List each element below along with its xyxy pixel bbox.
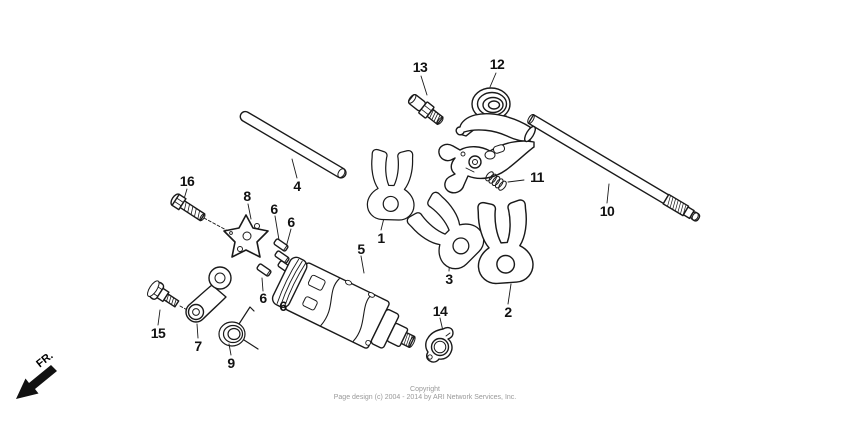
fr-arrow-icon bbox=[16, 365, 57, 399]
callout-part-2[interactable]: 2 bbox=[504, 304, 512, 320]
part-14-stopper-plate bbox=[425, 326, 454, 363]
part-11-ratchet-spring bbox=[485, 171, 507, 191]
callout-part-6c[interactable]: 6 bbox=[259, 290, 267, 306]
assembly-axis-line-16-8 bbox=[203, 217, 229, 232]
callout-part-4[interactable]: 4 bbox=[293, 178, 301, 194]
callout-part-13[interactable]: 13 bbox=[412, 59, 428, 75]
callout-part-11[interactable]: 11 bbox=[530, 169, 544, 185]
part-10-gearshift-spindle bbox=[438, 113, 701, 222]
callout-part-16[interactable]: 16 bbox=[179, 173, 195, 189]
copyright-line1: Copyright bbox=[410, 386, 440, 393]
part-13-pin-bolt bbox=[407, 93, 444, 126]
callout-part-6b[interactable]: 6 bbox=[287, 214, 295, 230]
part-3-shift-fork bbox=[402, 187, 491, 276]
part-1-shift-fork bbox=[366, 148, 417, 222]
part-8-drum-cam-plate bbox=[223, 214, 269, 258]
part-15-screw bbox=[147, 280, 180, 308]
callout-part-6d[interactable]: 6 bbox=[279, 298, 287, 314]
part-7-stopper-arm bbox=[185, 266, 232, 323]
callout-part-15[interactable]: 15 bbox=[150, 325, 166, 341]
copyright-line2: Page design (c) 2004 - 2014 by ARI Netwo… bbox=[333, 393, 517, 401]
callout-part-12[interactable]: 12 bbox=[489, 56, 505, 72]
callout-part-8[interactable]: 8 bbox=[243, 188, 251, 204]
part-4-fork-shaft-rod bbox=[239, 110, 347, 179]
part-16-bolt bbox=[170, 193, 206, 222]
callout-part-14[interactable]: 14 bbox=[432, 303, 448, 319]
fr-direction-indicator: FR. bbox=[0, 350, 80, 420]
leader-lines bbox=[157, 72, 610, 356]
callout-part-9[interactable]: 9 bbox=[227, 355, 235, 371]
part-5-gearshift-drum bbox=[271, 256, 416, 349]
copyright-footer: Copyright Page design (c) 2004 - 2014 by… bbox=[250, 386, 600, 401]
callout-part-5[interactable]: 5 bbox=[357, 241, 365, 257]
callout-part-3[interactable]: 3 bbox=[445, 271, 453, 287]
part-9-stopper-spring bbox=[218, 306, 259, 350]
callout-part-7[interactable]: 7 bbox=[194, 338, 202, 354]
callout-part-6a[interactable]: 6 bbox=[270, 201, 278, 217]
callout-part-1[interactable]: 1 bbox=[377, 230, 385, 246]
callout-part-10[interactable]: 10 bbox=[599, 203, 615, 219]
